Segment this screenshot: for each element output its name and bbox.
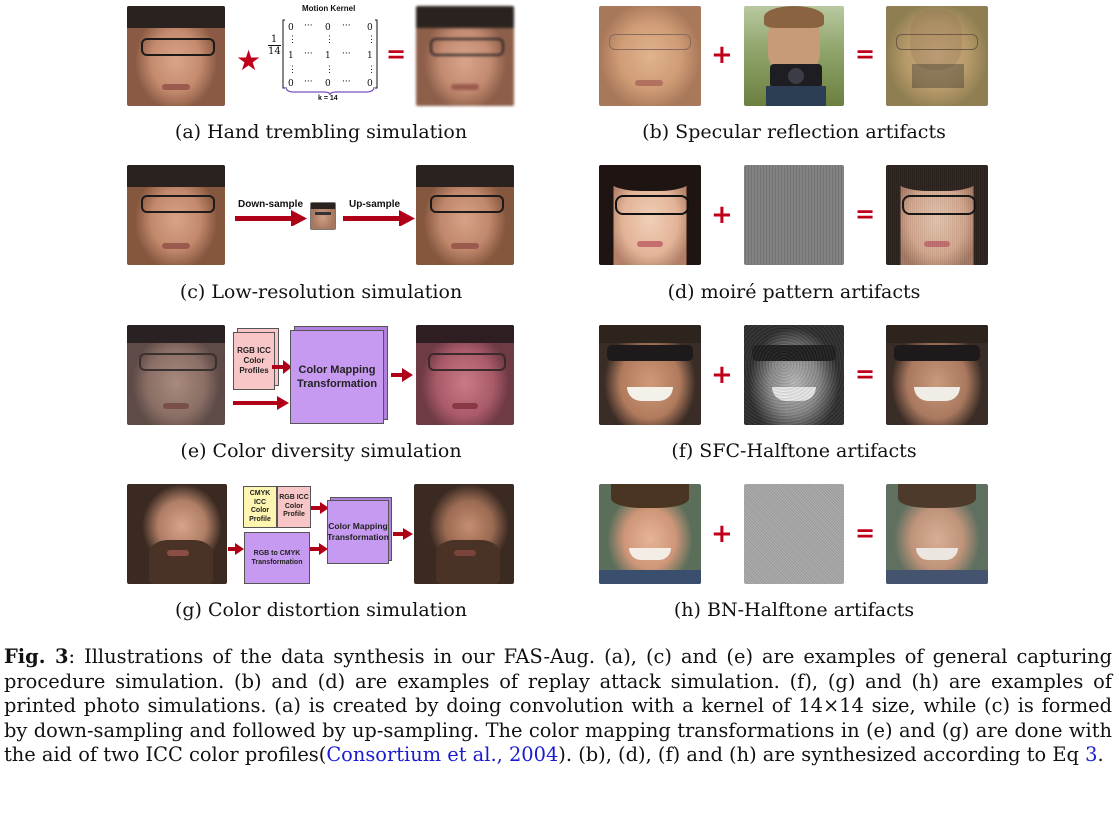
kernel-matrix-grid: 0 ··· 0 ··· 0 ⋮ ⋮ ⋮ 1 ··· 1 ··· 1 ⋮ ⋮ ⋮ 0 ··· 0 ··· 0 [282, 19, 378, 89]
svg-text:···: ··· [342, 21, 351, 31]
equals-operator-icon: = [386, 40, 407, 68]
svg-text:⋮: ⋮ [288, 65, 297, 75]
arrow-right-icon [233, 396, 289, 410]
figure-label: Fig. 3 [4, 645, 69, 668]
kernel-brace [285, 86, 375, 96]
svg-text:0: 0 [288, 79, 294, 89]
equals-operator-icon: = [855, 200, 876, 228]
star-operator-icon: ★ [236, 44, 262, 77]
color-mapping-box: Color Mapping Transformation [327, 500, 389, 564]
sfc-halftone-image [744, 325, 844, 425]
arrow-right-icon [228, 543, 244, 555]
bn-halftone-image [744, 484, 844, 584]
face-image-original-d [599, 165, 701, 265]
rgb-icc-profile-box: RGB ICC Color Profile [277, 486, 311, 528]
svg-text:0: 0 [325, 79, 331, 89]
face-image-original-f [599, 325, 701, 425]
plus-operator-icon: + [711, 360, 733, 390]
face-image-original-c [127, 165, 225, 265]
svg-text:1: 1 [288, 51, 294, 61]
caption-b: (b) Specular reflection artifacts [642, 121, 946, 143]
arrow-right-icon [393, 528, 413, 540]
kernel-title: Motion Kernel [302, 4, 356, 13]
equals-operator-icon: = [855, 519, 876, 547]
plus-operator-icon: + [711, 40, 733, 70]
face-image-result-h [886, 484, 988, 584]
caption-g: (g) Color distortion simulation [174, 599, 468, 621]
caption-c: (c) Low-resolution simulation [179, 281, 463, 303]
face-image-downsampled [310, 202, 336, 230]
face-image-result-g [414, 484, 514, 584]
svg-text:1: 1 [325, 51, 331, 61]
svg-text:⋮: ⋮ [367, 35, 376, 45]
caption-a: (a) Hand trembling simulation [174, 121, 468, 143]
arrow-right-icon [272, 360, 292, 374]
up-sample-label: Up-sample [349, 199, 401, 210]
plus-operator-icon: + [711, 519, 733, 549]
svg-text:0: 0 [367, 23, 373, 33]
cmyk-icc-profile-box: CMYK ICC Color Profile [243, 486, 277, 528]
up-sample-arrow-icon [343, 210, 415, 226]
face-image-original-g [127, 484, 227, 584]
citation-link[interactable]: Consortium et al., 2004 [326, 743, 559, 767]
down-sample-label: Down-sample [238, 199, 304, 210]
svg-text:0: 0 [367, 79, 373, 89]
svg-text:···: ··· [342, 77, 351, 87]
figure-caption-text-2: ). (b), (d), (f) and (h) are synthesized… [558, 743, 1086, 767]
moire-pattern-image [744, 165, 844, 265]
face-image-original-h [599, 484, 701, 584]
face-image-result-a [416, 6, 514, 106]
figure-caption-text-3: . [1097, 743, 1104, 767]
plus-operator-icon: + [711, 200, 733, 230]
face-image-result-c [416, 165, 514, 265]
kernel-k-label: k = 14 [318, 95, 338, 102]
svg-text:⋮: ⋮ [367, 65, 376, 75]
caption-e: (e) Color diversity simulation [180, 440, 462, 462]
equals-operator-icon: = [855, 360, 876, 388]
arrow-right-icon [391, 368, 413, 382]
svg-text:···: ··· [304, 49, 313, 59]
caption-h: (h) BN-Halftone artifacts [673, 599, 915, 621]
face-image-result-e [416, 325, 514, 425]
arrow-right-icon [311, 502, 329, 514]
caption-f: (f) SFC-Halftone artifacts [671, 440, 917, 462]
svg-text:1: 1 [367, 51, 373, 61]
rgb-icc-profiles-box: RGB ICC Color Profiles [233, 332, 275, 390]
figure-caption: Fig. 3: Illustrations of the data synthe… [4, 645, 1112, 768]
equals-operator-icon: = [855, 40, 876, 68]
arrow-right-icon [310, 543, 328, 555]
face-image-original-b [599, 6, 701, 106]
svg-text:···: ··· [342, 49, 351, 59]
svg-text:⋮: ⋮ [325, 35, 334, 45]
color-mapping-box: Color Mapping Transformation [290, 330, 384, 424]
svg-text:⋮: ⋮ [288, 35, 297, 45]
svg-text:0: 0 [288, 23, 294, 33]
rgb-to-cmyk-box: RGB to CMYK Transformation [244, 532, 310, 584]
svg-text:···: ··· [304, 21, 313, 31]
svg-text:⋮: ⋮ [325, 65, 334, 75]
face-image-result-b [886, 6, 988, 106]
face-image-original-e [127, 325, 225, 425]
face-image-original-a [127, 6, 225, 106]
equation-ref-link[interactable]: 3 [1085, 743, 1098, 767]
svg-text:0: 0 [325, 23, 331, 33]
reflection-photo-image [744, 6, 844, 106]
face-image-result-d [886, 165, 988, 265]
face-image-result-f [886, 325, 988, 425]
svg-text:···: ··· [304, 77, 313, 87]
down-sample-arrow-icon [235, 210, 307, 226]
figure-caption-text-1: : Illustrations of the data synthesis in… [4, 645, 1112, 767]
caption-d: (d) moiré pattern artifacts [667, 281, 921, 303]
